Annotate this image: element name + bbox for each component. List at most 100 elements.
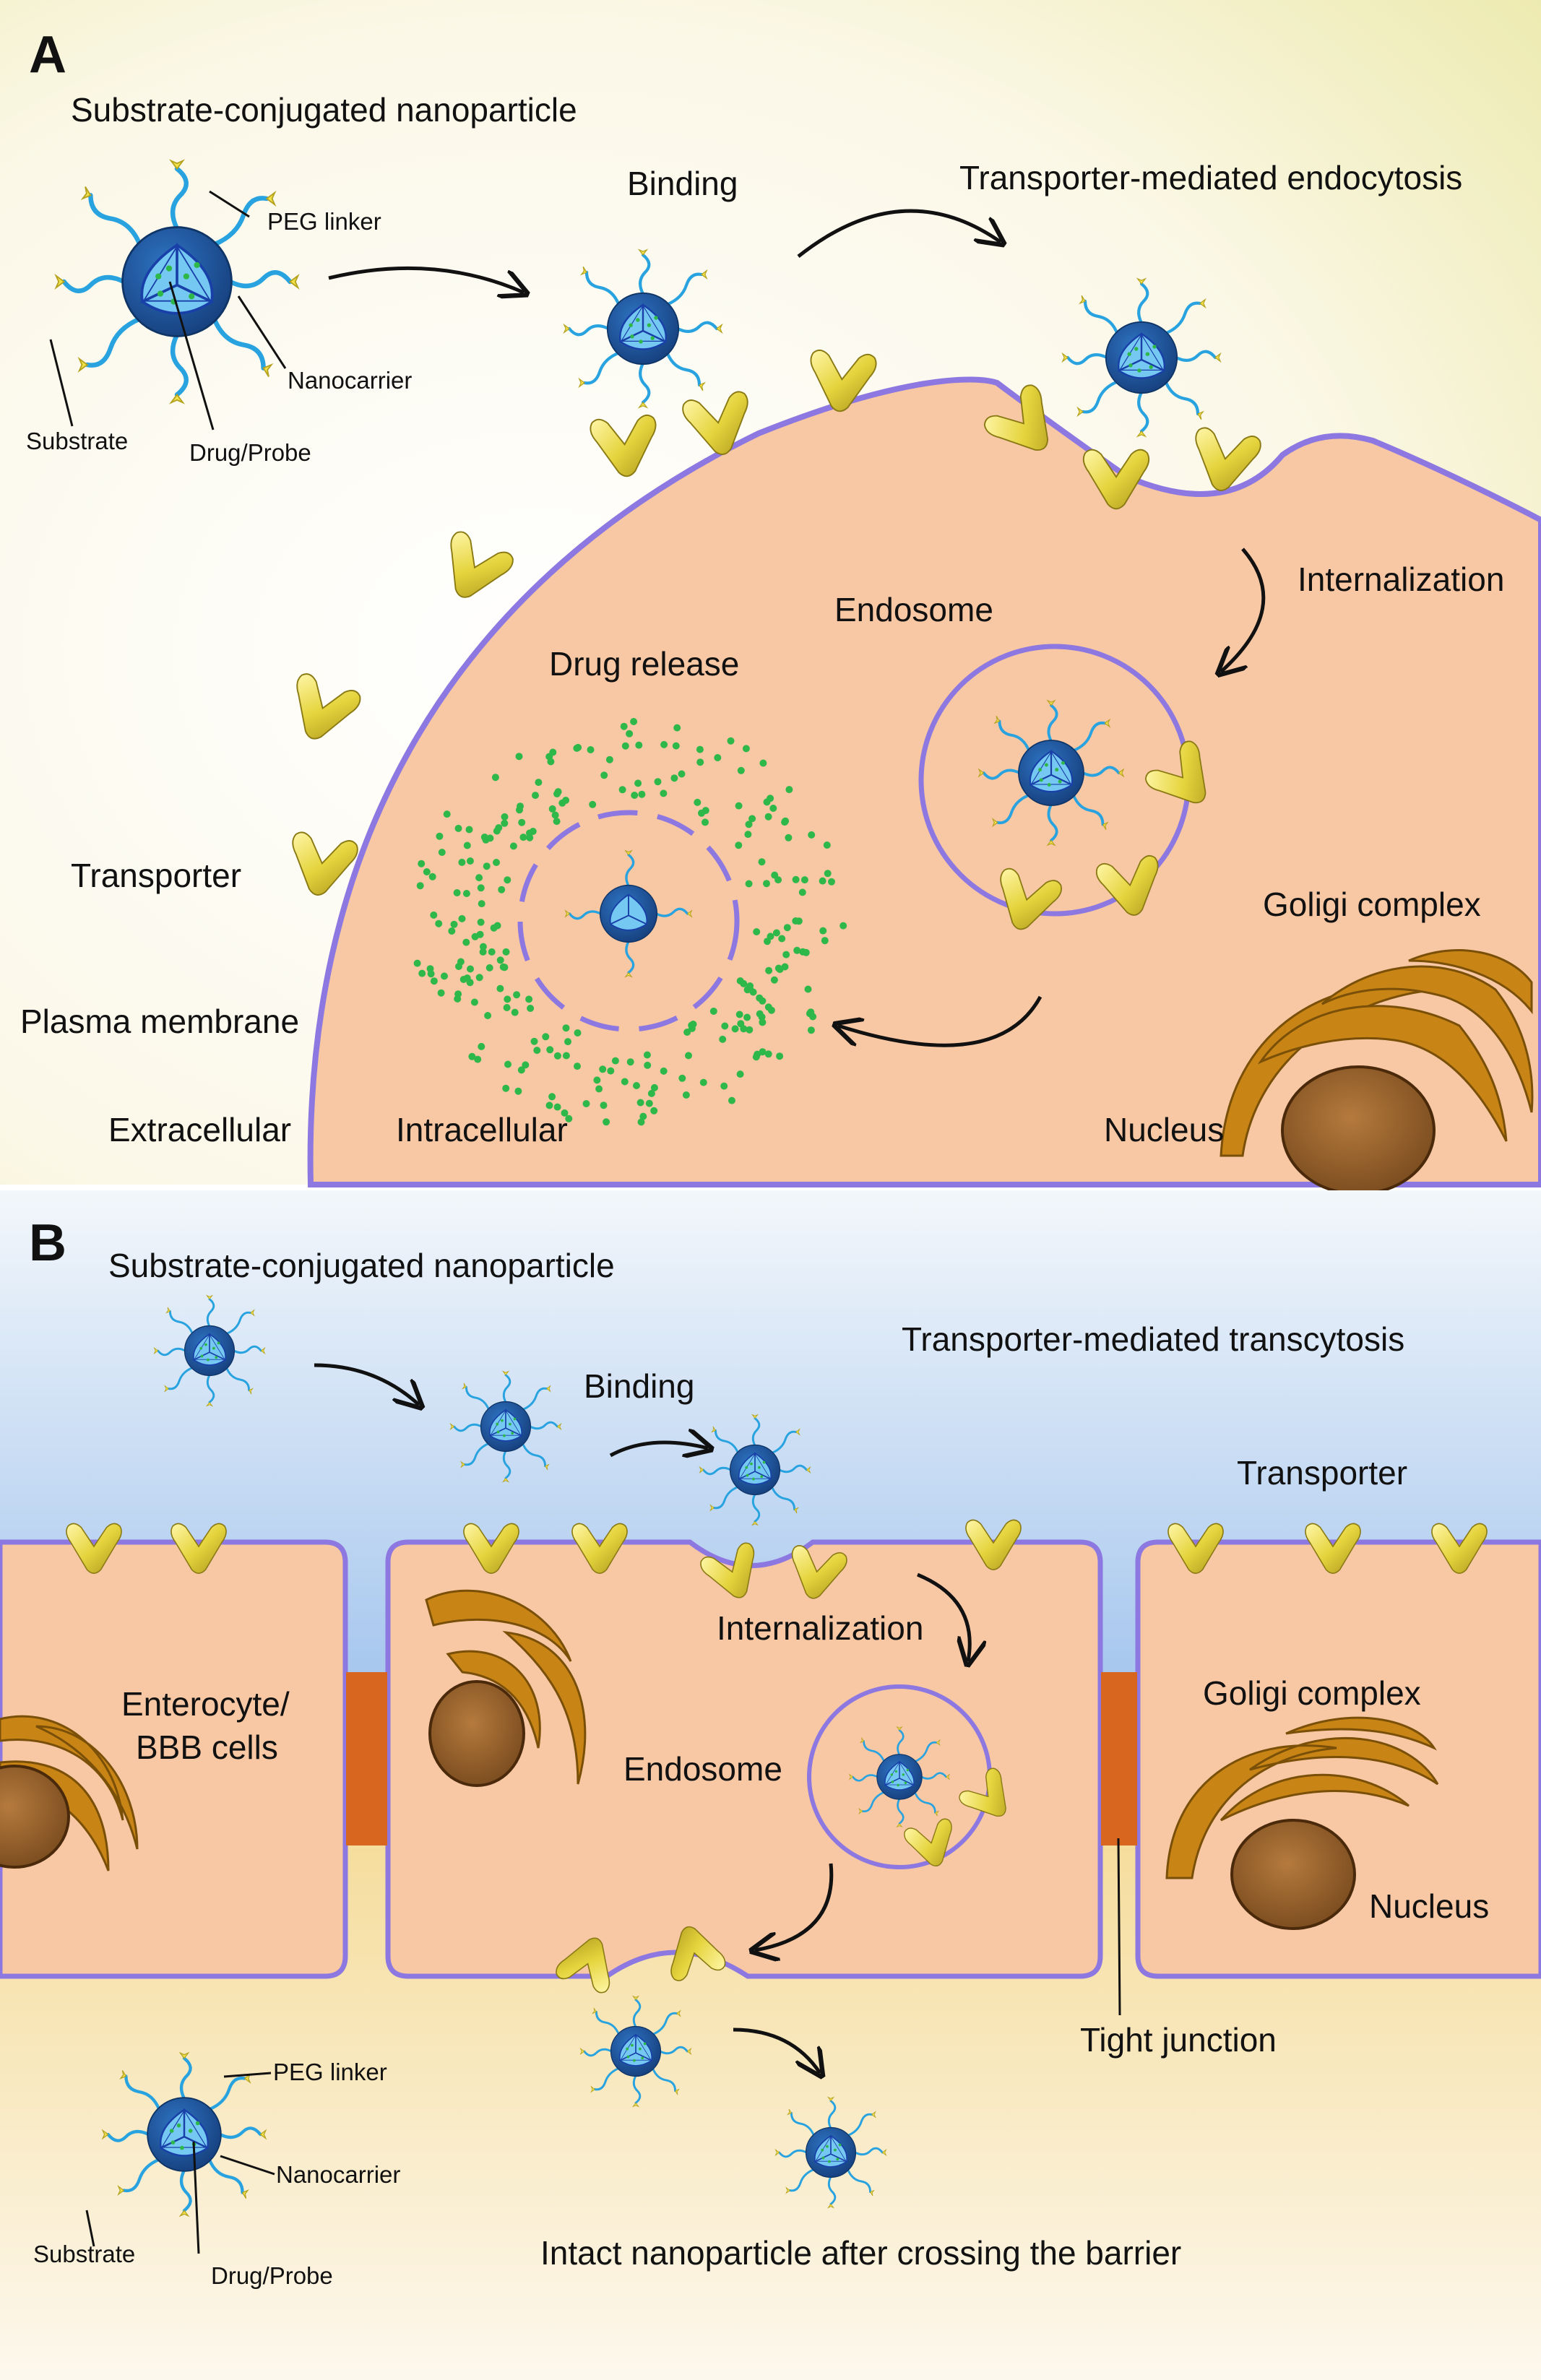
drug-dot — [828, 878, 835, 886]
drug-dot — [654, 778, 662, 786]
drug-dot — [428, 873, 436, 880]
drug-dot — [621, 742, 629, 750]
drug-dot — [503, 1004, 511, 1011]
drug-dot — [535, 779, 543, 787]
arrow-b-to-binding — [314, 1363, 419, 1405]
drug-dot — [527, 1005, 535, 1012]
drug-dot — [804, 985, 812, 993]
label-extracellular-a: Extracellular — [108, 1111, 291, 1148]
drug-dot — [698, 809, 705, 817]
drug-dot — [721, 1022, 729, 1030]
drug-dot — [466, 857, 474, 865]
drug-dot — [638, 790, 646, 798]
tight-junction-1 — [346, 1672, 387, 1845]
drug-dot — [749, 988, 757, 996]
legend-drug-probe-a: Drug/Probe — [189, 439, 311, 466]
drug-dot — [819, 927, 827, 935]
label-transporter-a: Transporter — [71, 857, 241, 894]
drug-dot — [462, 938, 470, 946]
np-b-binding — [449, 1370, 562, 1483]
nucleus-b-left — [0, 1765, 70, 1869]
drug-dot — [774, 964, 782, 972]
drug-release-cloud — [413, 718, 847, 1126]
legend-nanocarrier-b: Nanocarrier — [276, 2161, 400, 2188]
drug-dot — [605, 756, 613, 763]
drug-dot — [735, 841, 743, 849]
tight-junction-2 — [1101, 1672, 1137, 1845]
drug-dot — [436, 832, 444, 840]
binding-nanoparticle-a — [564, 250, 722, 407]
drug-dot — [767, 1006, 775, 1014]
drug-dot — [736, 1070, 744, 1078]
drug-dot — [600, 1102, 608, 1109]
legend-substrate-b: Substrate — [33, 2241, 135, 2267]
drug-dot — [660, 1067, 668, 1075]
label-intact-b: Intact nanoparticle after crossing the b… — [540, 2234, 1181, 2272]
drug-dot — [696, 758, 704, 766]
drug-dot — [450, 920, 458, 928]
drug-dot — [759, 759, 767, 767]
drug-dot — [573, 744, 581, 752]
drug-dot — [763, 880, 770, 888]
np-b-exocytosis — [579, 1995, 692, 2108]
drug-dot — [548, 1093, 556, 1101]
drug-dot — [525, 995, 533, 1003]
drug-dot — [438, 849, 446, 856]
arrow-to-endocytosis — [797, 209, 1001, 258]
nucleus-b-middle — [428, 1680, 525, 1787]
drug-dot — [454, 824, 462, 832]
drug-dot — [785, 834, 793, 841]
drug-dot — [737, 766, 745, 774]
drug-dot — [589, 800, 597, 808]
label-intracellular-a: Intracellular — [396, 1111, 568, 1148]
label-nucleus-b: Nucleus — [1369, 1887, 1489, 1925]
drug-dot — [821, 937, 829, 945]
drug-dot — [418, 860, 426, 867]
drug-dot — [744, 831, 752, 839]
drug-dot — [418, 969, 426, 977]
drug-dot — [478, 900, 485, 908]
drug-dot — [458, 858, 466, 866]
drug-dot — [517, 1066, 525, 1074]
drug-dot — [574, 1063, 581, 1070]
drug-dot — [637, 1118, 645, 1126]
drug-dot — [753, 928, 761, 935]
label-golgi-a: Goligi complex — [1263, 886, 1481, 923]
drug-dot — [509, 842, 517, 850]
drug-dot — [546, 1046, 554, 1054]
arrow-b-internalization — [917, 1572, 970, 1661]
drug-dot — [685, 1052, 692, 1060]
drug-dot — [720, 1082, 728, 1090]
drug-dot — [683, 1029, 691, 1036]
drug-dot — [522, 1061, 530, 1069]
golgi-b-right — [1165, 1716, 1439, 1879]
panel-a-letter: A — [29, 26, 66, 84]
drug-dot — [823, 841, 831, 849]
arrow-b-to-basal — [755, 1863, 834, 1950]
label-drug-release-a: Drug release — [549, 645, 739, 683]
drug-dot — [454, 995, 462, 1003]
panel-b-title: Substrate-conjugated nanoparticle — [108, 1247, 615, 1284]
drug-dot — [626, 730, 634, 737]
drug-dot — [644, 1061, 652, 1069]
drug-release-vesicle — [517, 810, 740, 1032]
panel-b: B Substrate-conjugated nanoparticle Tran… — [0, 1190, 1541, 2380]
drug-dot — [682, 1091, 690, 1099]
drug-dot — [776, 1052, 784, 1060]
drug-dot — [517, 802, 524, 810]
drug-dot — [488, 948, 496, 956]
label-endosome-b: Endosome — [623, 1750, 782, 1788]
drug-dot — [633, 1082, 640, 1089]
drug-dot — [468, 1052, 476, 1060]
drug-dot — [519, 834, 527, 841]
drug-dot — [518, 818, 526, 826]
drug-dot — [504, 1060, 511, 1068]
drug-dot — [484, 1012, 492, 1019]
drug-dot — [607, 1067, 615, 1075]
label-internalization-a: Internalization — [1298, 561, 1504, 598]
drug-dot — [423, 868, 431, 875]
drug-dot — [532, 792, 539, 800]
drug-dot — [562, 1052, 570, 1060]
drug-dot — [728, 1096, 735, 1104]
legend-peg-linker-b: PEG linker — [273, 2059, 387, 2085]
